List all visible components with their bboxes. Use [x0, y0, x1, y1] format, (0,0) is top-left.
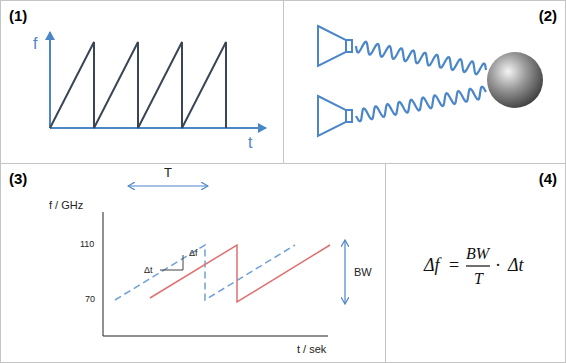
wave [356, 42, 486, 74]
x-axis [50, 127, 266, 129]
y-axis [103, 212, 104, 336]
panel-number: (1) [9, 7, 27, 24]
sawtooth [50, 42, 226, 128]
chirp-panel: (1) [0, 0, 284, 164]
bandwidth-label: BW [354, 266, 372, 278]
slope-triangle [160, 255, 183, 270]
horn-antenna [318, 96, 352, 136]
radar-panel: (2) [283, 0, 566, 164]
tick-label: 110 [80, 240, 94, 250]
panel-number: (4) [539, 170, 557, 187]
formula-term: Δt [508, 256, 524, 276]
axis-label: t / sek [297, 343, 326, 355]
target-sphere [487, 52, 543, 108]
axis-label: f / GHz [49, 199, 83, 211]
delta-label: Δf [189, 249, 198, 259]
fraction-bar [466, 265, 490, 266]
bandwidth-arrow [344, 240, 345, 304]
panel-number: (2) [539, 7, 557, 24]
formula-panel: (4) [385, 163, 566, 363]
axis-label: t [248, 134, 252, 152]
x-axis [103, 336, 328, 337]
formula-term: BW [466, 245, 489, 263]
wave [356, 87, 486, 121]
transmit-chirp [115, 245, 295, 300]
formula-term: Δf [424, 256, 440, 276]
y-axis [49, 32, 51, 128]
horn-antenna [318, 26, 352, 66]
period-label: T [164, 166, 172, 180]
tick-label: 70 [85, 295, 95, 305]
formula-term: T [474, 270, 483, 288]
beat-panel: (3) [0, 163, 386, 363]
axis-label: f [33, 35, 37, 53]
period-arrow [128, 185, 208, 186]
receive-chirp [150, 245, 330, 302]
formula-sign: = [449, 256, 459, 276]
panel-number: (3) [9, 170, 27, 187]
delta-label: Δt [144, 266, 153, 276]
formula-sign: · [495, 256, 501, 276]
